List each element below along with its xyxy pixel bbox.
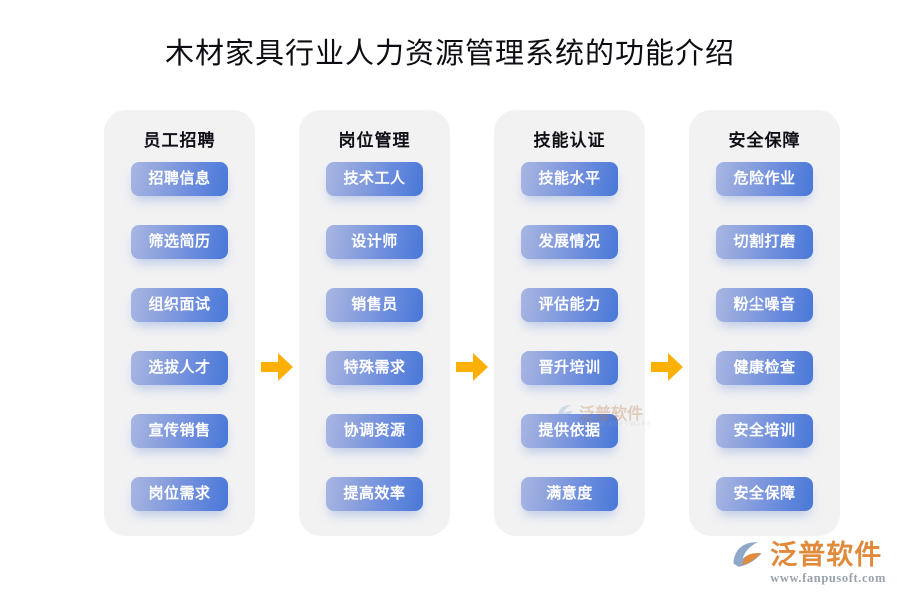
feature-pill[interactable]: 特殊需求 bbox=[326, 351, 423, 385]
feature-pill-list: 招聘信息筛选简历组织面试选拔人才宣传销售岗位需求 bbox=[131, 162, 228, 511]
brand-logo-name: 泛普软件 bbox=[770, 540, 883, 570]
feature-pill[interactable]: 满意度 bbox=[521, 477, 618, 511]
feature-pill-list: 技术工人设计师销售员特殊需求协调资源提高效率 bbox=[326, 162, 423, 511]
feature-pill[interactable]: 切割打磨 bbox=[716, 225, 813, 259]
flow-arrow-gap bbox=[255, 110, 299, 536]
feature-pill[interactable]: 设计师 bbox=[326, 225, 423, 259]
feature-pill-list: 危险作业切割打磨粉尘噪音健康检查安全培训安全保障 bbox=[716, 162, 813, 511]
flow-arrow-gap bbox=[645, 110, 689, 536]
feature-pill[interactable]: 岗位需求 bbox=[131, 477, 228, 511]
feature-pill[interactable]: 安全培训 bbox=[716, 414, 813, 448]
feature-pill[interactable]: 选拔人才 bbox=[131, 351, 228, 385]
feature-pill[interactable]: 技能水平 bbox=[521, 162, 618, 196]
feature-pill[interactable]: 晋升培训 bbox=[521, 351, 618, 385]
process-flow: 员工招聘招聘信息筛选简历组织面试选拔人才宣传销售岗位需求岗位管理技术工人设计师销… bbox=[104, 110, 840, 536]
feature-pill[interactable]: 宣传销售 bbox=[131, 414, 228, 448]
feature-pill[interactable]: 技术工人 bbox=[326, 162, 423, 196]
category-card-title: 技能认证 bbox=[533, 131, 606, 150]
flow-column-4: 安全保障危险作业切割打磨粉尘噪音健康检查安全培训安全保障 bbox=[689, 110, 840, 536]
category-card-title: 岗位管理 bbox=[338, 131, 411, 150]
feature-pill[interactable]: 销售员 bbox=[326, 288, 423, 322]
flow-column-3: 技能认证技能水平发展情况评估能力晋升培训提供依据满意度 bbox=[494, 110, 645, 536]
brand-logo-row: 泛普软件 bbox=[731, 540, 882, 570]
feature-pill[interactable]: 提高效率 bbox=[326, 477, 423, 511]
category-card[interactable]: 安全保障危险作业切割打磨粉尘噪音健康检查安全培训安全保障 bbox=[689, 110, 840, 536]
feature-pill[interactable]: 协调资源 bbox=[326, 414, 423, 448]
feature-pill[interactable]: 健康检查 bbox=[716, 351, 813, 385]
category-card[interactable]: 技能认证技能水平发展情况评估能力晋升培训提供依据满意度 bbox=[494, 110, 645, 536]
brand-logo: 泛普软件 www.fanpusoft.com bbox=[731, 540, 886, 586]
category-card-title: 员工招聘 bbox=[143, 131, 216, 150]
category-card[interactable]: 员工招聘招聘信息筛选简历组织面试选拔人才宣传销售岗位需求 bbox=[104, 110, 255, 536]
page-title: 木材家具行业人力资源管理系统的功能介绍 bbox=[164, 38, 735, 70]
feature-pill[interactable]: 发展情况 bbox=[521, 225, 618, 259]
category-card-title: 安全保障 bbox=[728, 131, 801, 150]
feature-pill[interactable]: 筛选简历 bbox=[131, 225, 228, 259]
feature-pill[interactable]: 招聘信息 bbox=[131, 162, 228, 196]
feature-pill[interactable]: 提供依据 bbox=[521, 414, 618, 448]
arrow-right-icon bbox=[456, 353, 488, 381]
brand-logo-url: www.fanpusoft.com bbox=[770, 571, 886, 585]
arrow-right-icon bbox=[651, 353, 683, 381]
feature-pill[interactable]: 评估能力 bbox=[521, 288, 618, 322]
feature-pill-list: 技能水平发展情况评估能力晋升培训提供依据满意度 bbox=[521, 162, 618, 511]
feature-pill[interactable]: 粉尘噪音 bbox=[716, 288, 813, 322]
feature-pill[interactable]: 组织面试 bbox=[131, 288, 228, 322]
flow-arrow-gap bbox=[450, 110, 494, 536]
flow-column-1: 员工招聘招聘信息筛选简历组织面试选拔人才宣传销售岗位需求 bbox=[104, 110, 255, 536]
fanpu-logo-mark-icon bbox=[733, 542, 762, 567]
flow-column-2: 岗位管理技术工人设计师销售员特殊需求协调资源提高效率 bbox=[299, 110, 450, 536]
category-card[interactable]: 岗位管理技术工人设计师销售员特殊需求协调资源提高效率 bbox=[299, 110, 450, 536]
feature-pill[interactable]: 安全保障 bbox=[716, 477, 813, 511]
feature-pill[interactable]: 危险作业 bbox=[716, 162, 813, 196]
arrow-right-icon bbox=[261, 353, 293, 381]
